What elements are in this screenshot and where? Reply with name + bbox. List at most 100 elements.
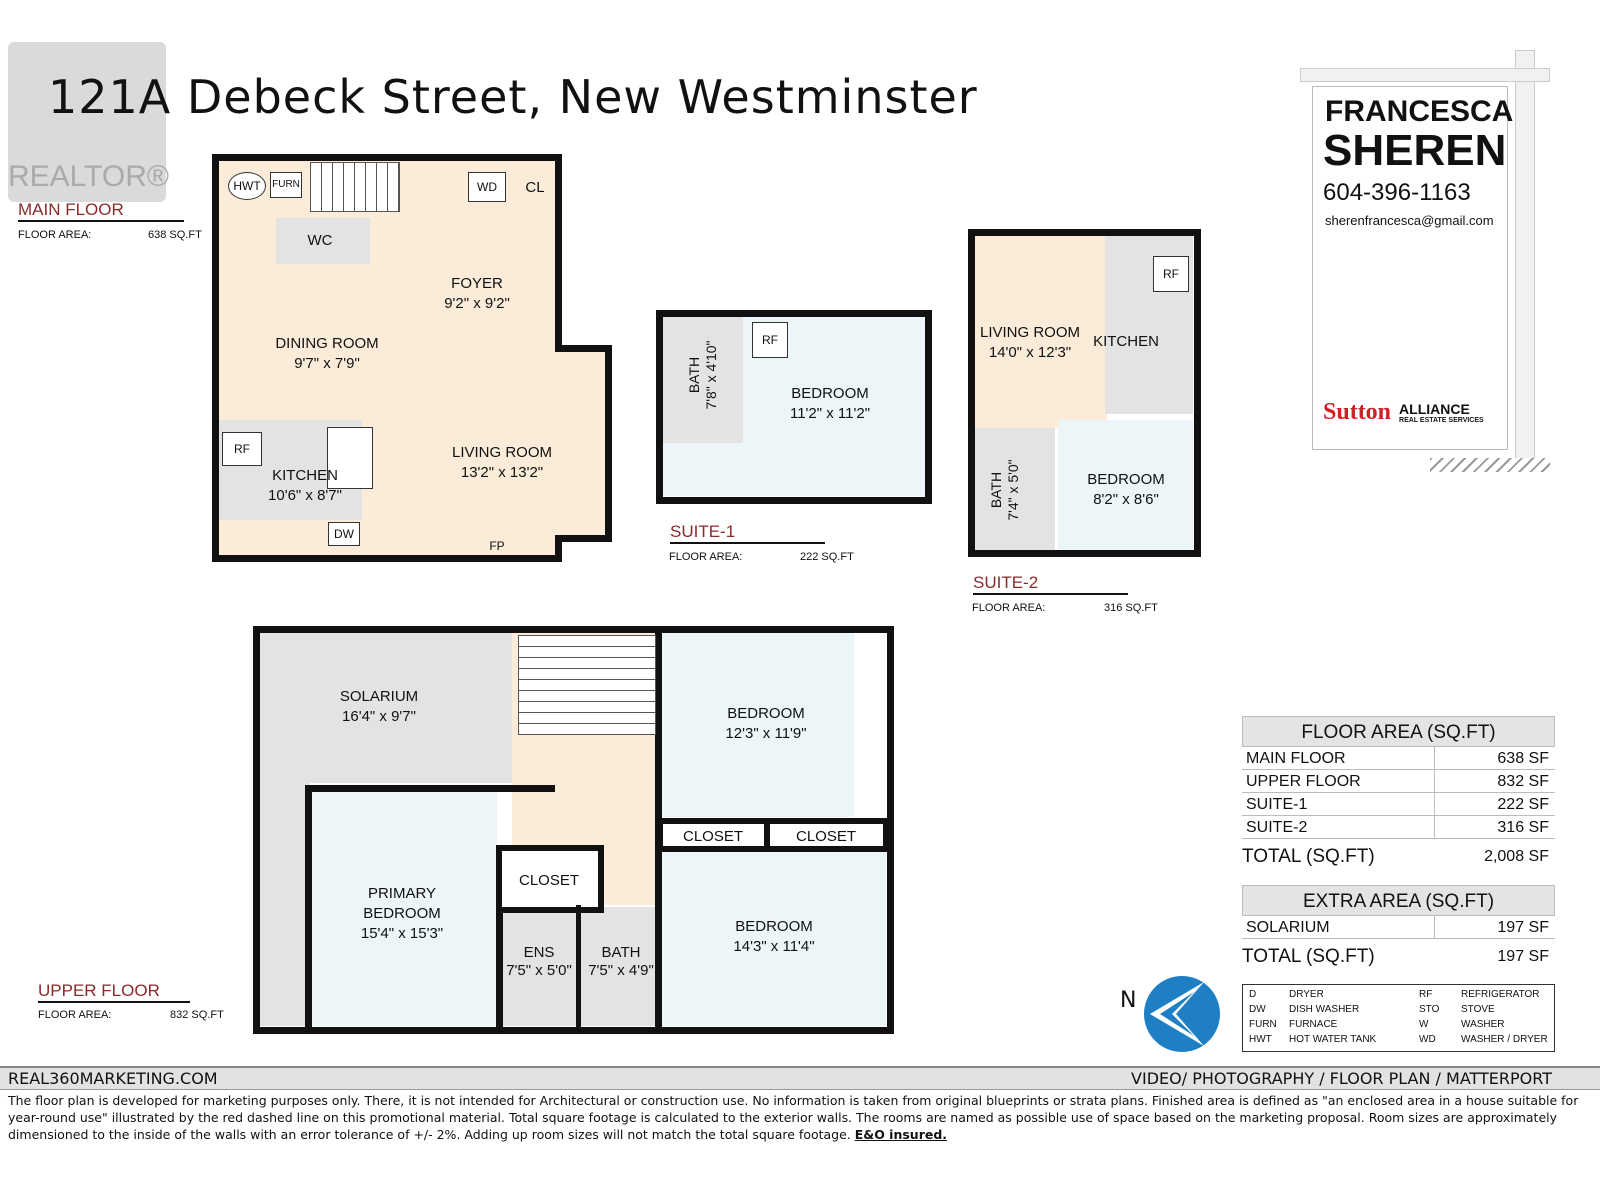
solarium-dim: 16'4" x 9'7" <box>342 708 416 725</box>
dw-label: DW <box>328 522 360 546</box>
living-dim: 13'2" x 13'2" <box>460 464 544 481</box>
ens-floor <box>500 912 578 1026</box>
row-label: UPPER FLOOR <box>1242 770 1435 792</box>
row-label: SUITE-2 <box>1242 816 1435 838</box>
footer-website[interactable]: REAL360MARKETING.COM <box>8 1069 218 1088</box>
eo-insured: E&O insured. <box>854 1127 948 1142</box>
closet1-label: CLOSET <box>682 828 744 845</box>
footer-services: VIDEO/ PHOTOGRAPHY / FLOOR PLAN / MATTER… <box>1131 1069 1552 1088</box>
main-wall-bay2 <box>605 345 612 540</box>
footer-bar <box>0 1066 1600 1090</box>
bedroom2-dim: 14'3" x 11'4" <box>733 938 815 955</box>
bath-label: BATH <box>601 944 641 961</box>
page-title: 121A Debeck Street, New Westminster <box>48 70 978 124</box>
legend-code: WD <box>1419 1034 1436 1045</box>
main-floor-area: 638 SQ.FT <box>148 229 202 241</box>
suite2-area: 316 SQ.FT <box>1104 602 1158 614</box>
stairs-upper <box>518 635 656 735</box>
suite1-bath-floor <box>663 317 743 443</box>
suite1-bedroom-dim: 11'2" x 11'2" <box>789 405 871 422</box>
main-floor-title: MAIN FLOOR <box>18 200 184 222</box>
primary-label-2: BEDROOM <box>363 905 441 922</box>
agent-email[interactable]: sherenfrancesca@gmail.com <box>1325 213 1494 228</box>
suite2-bedroom-dim: 8'2" x 8'6" <box>1093 491 1159 508</box>
solarium-label: SOLARIUM <box>339 688 419 705</box>
bedroom1-label: BEDROOM <box>727 705 805 722</box>
primary-dim: 15'4" x 15'3" <box>360 925 444 942</box>
total-row: TOTAL (SQ.FT) 197 SF <box>1242 939 1555 975</box>
upper-floor-area-label: FLOOR AREA: <box>38 1009 112 1021</box>
sign-base <box>1430 458 1550 472</box>
legend-meaning: DISH WASHER <box>1289 1004 1360 1015</box>
island <box>327 427 373 489</box>
footer-disclaimer: The floor plan is developed for marketin… <box>8 1092 1588 1143</box>
main-wall-bay4 <box>555 535 562 562</box>
main-wall-bay <box>555 345 612 352</box>
legend-meaning: DRYER <box>1289 989 1324 1000</box>
sign-arm <box>1300 68 1550 82</box>
suite2-living-floor <box>975 236 1107 428</box>
suite2-living-dim: 14'0" x 12'3" <box>988 344 1072 361</box>
foyer-label: FOYER <box>451 275 503 292</box>
total-row: TOTAL (SQ.FT) 2,008 SF <box>1242 839 1555 875</box>
legend-meaning: STOVE <box>1461 1004 1495 1015</box>
suite2-bath-dim: 7'4" x 5'0" <box>1005 459 1021 521</box>
total-value: 197 SF <box>1497 948 1549 965</box>
wc-label: WC <box>307 232 333 249</box>
suite2-area-label: FLOOR AREA: <box>972 602 1046 614</box>
suite1-bedroom-label: BEDROOM <box>791 385 869 402</box>
legend-meaning: REFRIGERATOR <box>1461 989 1540 1000</box>
fp-label: FP <box>489 539 505 553</box>
bedroom1-dim: 12'3" x 11'9" <box>725 725 807 742</box>
sign-post <box>1515 50 1535 460</box>
suite1-bath-dim: 7'8" x 4'10" <box>703 340 719 410</box>
suite1-title: SUITE-1 <box>670 522 826 544</box>
total-value: 2,008 SF <box>1484 848 1549 865</box>
suite2-outline <box>968 229 1201 557</box>
suite1-outline <box>656 310 932 504</box>
closet2-label: CLOSET <box>795 828 857 845</box>
rf-label: RF <box>222 432 262 466</box>
legend-meaning: WASHER <box>1461 1019 1505 1030</box>
total-label: TOTAL (SQ.FT) <box>1242 946 1375 967</box>
primary-wall-right <box>496 845 503 1030</box>
suite2-bath-floor <box>975 428 1055 550</box>
suite2-living-label: LIVING ROOM <box>979 324 1081 341</box>
table-row: SUITE-2 316 SF <box>1242 816 1555 839</box>
ens-label: ENS <box>523 944 555 961</box>
suite2-rf: RF <box>1153 256 1189 292</box>
side-corridor-floor <box>260 782 310 1026</box>
furn-label: FURN <box>270 172 302 198</box>
cl-label: CL <box>525 179 545 196</box>
disclaimer-text: The floor plan is developed for marketin… <box>8 1093 1579 1142</box>
alliance-logo: ALLIANCE <box>1399 401 1470 417</box>
legend-code: FURN <box>1249 1019 1277 1030</box>
primary-wall-left <box>305 785 312 1030</box>
row-value: 197 SF <box>1497 919 1549 936</box>
floor-area-title: FLOOR AREA (SQ.FT) <box>1242 716 1555 747</box>
primary-wall-top <box>305 785 555 792</box>
suite1-rf: RF <box>752 322 788 358</box>
suite1-area-label: FLOOR AREA: <box>669 551 743 563</box>
agent-sign: FRANCESCA SHEREN 604-396-1163 sherenfran… <box>1312 86 1513 450</box>
wc-floor <box>276 218 370 264</box>
closet-box <box>496 845 604 913</box>
compass-n-label: N <box>1120 988 1137 1013</box>
realtor-watermark-text: REALTOR® <box>8 160 170 193</box>
total-label: TOTAL (SQ.FT) <box>1242 846 1375 867</box>
suite2-title: SUITE-2 <box>973 573 1129 595</box>
kitchen-label: KITCHEN <box>272 467 338 484</box>
legend-meaning: FURNACE <box>1289 1019 1338 1030</box>
row-value: 316 SF <box>1497 819 1549 836</box>
row-value: 222 SF <box>1497 796 1549 813</box>
dining-dim: 9'7" x 7'9" <box>294 355 360 372</box>
living-bay <box>550 348 608 538</box>
suite1-bath-label: BATH <box>686 356 702 394</box>
main-wall-bay3 <box>555 535 612 542</box>
north-arrow-icon <box>1144 976 1220 1052</box>
living-label: LIVING ROOM <box>451 444 553 461</box>
brokerage-sub: REAL ESTATE SERVICES <box>1399 417 1484 424</box>
